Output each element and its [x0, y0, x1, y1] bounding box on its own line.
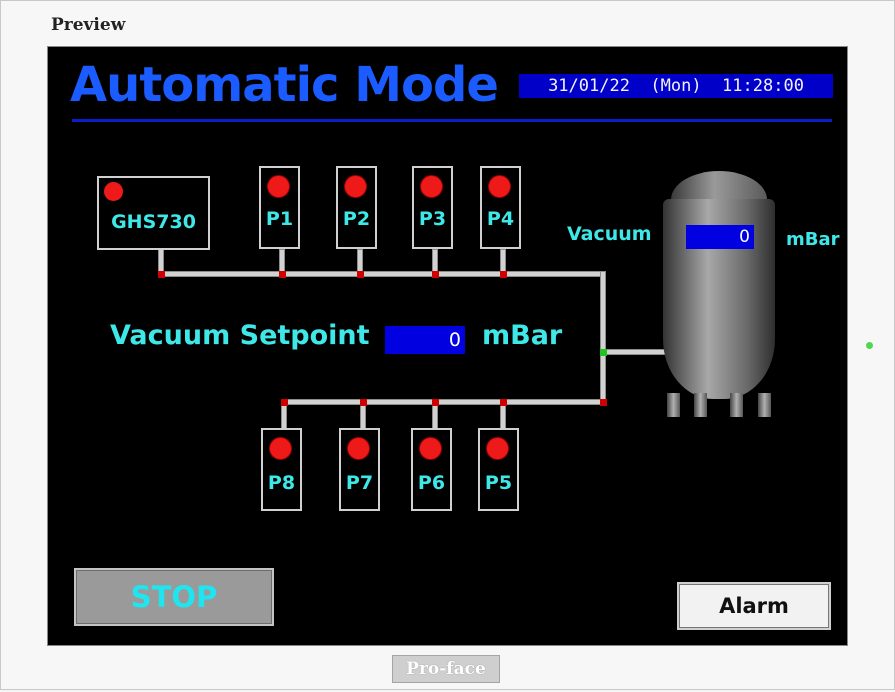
status-indicator: [866, 342, 873, 349]
pump-label: P3: [418, 208, 447, 230]
tank-vacuum-label: Vacuum: [567, 223, 652, 245]
pipe-joint: [432, 399, 439, 406]
pump-label: P7: [345, 472, 374, 494]
upper-manifold-pipe: [158, 271, 604, 277]
pipe-joint: [158, 271, 165, 278]
pump-label: P8: [267, 472, 296, 494]
setpoint-unit: mBar: [482, 320, 563, 351]
page-title: Automatic Mode: [70, 57, 499, 113]
pump-label: P2: [342, 208, 371, 230]
tank-leg: [667, 393, 680, 417]
pipe-joint: [357, 271, 364, 278]
pump-label: P1: [265, 208, 294, 230]
stop-button[interactable]: STOP: [74, 568, 274, 626]
ghs-feed-pipe: [158, 246, 164, 276]
brand-logo: Pro-face: [392, 655, 500, 683]
manifold-riser-pipe: [600, 271, 606, 401]
ghs730-label: GHS730: [111, 211, 196, 233]
p5-feed-pipe: [500, 399, 506, 429]
ghs730-unit[interactable]: GHS730: [97, 176, 210, 250]
hmi-screen: Automatic Mode 31/01/22 (Mon) 11:28:00: [47, 46, 848, 646]
pump-p4[interactable]: P4: [480, 166, 521, 249]
pipe-joint: [432, 271, 439, 278]
tank-vacuum-unit: mBar: [786, 229, 840, 250]
pipe-joint: [500, 271, 507, 278]
tank-valve-joint: [600, 349, 607, 356]
tank-inlet-pipe: [600, 349, 666, 355]
alarm-button[interactable]: Alarm: [677, 582, 831, 630]
red-circle-icon: [268, 176, 289, 197]
p4-feed-pipe: [500, 249, 506, 276]
pump-label: P4: [486, 208, 515, 230]
pump-label: P6: [417, 472, 446, 494]
red-circle-icon: [348, 438, 369, 459]
tank-leg: [694, 393, 707, 417]
setpoint-label: Vacuum Setpoint: [110, 320, 370, 351]
pump-p8[interactable]: P8: [261, 428, 302, 511]
red-circle-icon: [489, 176, 510, 197]
p3-feed-pipe: [432, 249, 438, 276]
pump-p2[interactable]: P2: [336, 166, 377, 249]
pipe-joint: [281, 399, 288, 406]
title-divider: [72, 119, 832, 122]
red-circle-icon: [345, 176, 366, 197]
setpoint-input[interactable]: 0: [385, 326, 465, 354]
pump-p1[interactable]: P1: [259, 166, 300, 249]
pipe-joint: [279, 271, 286, 278]
pump-p6[interactable]: P6: [411, 428, 452, 511]
pump-p7[interactable]: P7: [339, 428, 380, 511]
p8-feed-pipe: [281, 399, 287, 429]
tank-leg: [730, 393, 743, 417]
red-circle-icon: [270, 438, 291, 459]
p7-feed-pipe: [360, 399, 366, 429]
pipe-joint: [500, 399, 507, 406]
pump-label: P5: [484, 472, 513, 494]
tank-vacuum-value: 0: [686, 225, 754, 249]
red-circle-icon: [104, 182, 123, 201]
tank-leg: [758, 393, 771, 417]
window-title: Preview: [51, 15, 126, 35]
pipe-joint: [600, 399, 607, 406]
red-circle-icon: [420, 438, 441, 459]
datetime-display: 31/01/22 (Mon) 11:28:00: [519, 74, 833, 98]
vacuum-tank-icon: [663, 171, 775, 424]
p1-feed-pipe: [279, 249, 285, 276]
red-circle-icon: [421, 176, 442, 197]
pipe-joint: [360, 399, 367, 406]
pump-p3[interactable]: P3: [412, 166, 453, 249]
lower-manifold-pipe: [281, 399, 606, 405]
p2-feed-pipe: [357, 249, 363, 276]
red-circle-icon: [487, 438, 508, 459]
pump-p5[interactable]: P5: [478, 428, 519, 511]
p6-feed-pipe: [432, 399, 438, 429]
